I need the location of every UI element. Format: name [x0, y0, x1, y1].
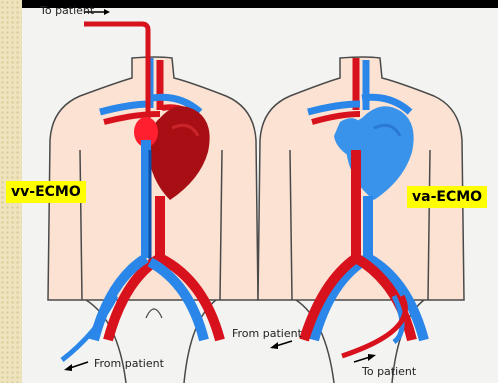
- va-to-patient-arrow: [354, 357, 370, 362]
- vv-ecmo-label: vv-ECMO: [6, 181, 86, 203]
- va-ecmo-label: va-ECMO: [407, 186, 487, 208]
- vv-from-patient-arrowhead: [64, 364, 72, 371]
- va-to-patient-arrowhead: [368, 354, 376, 361]
- vv-crotch-line: [146, 309, 162, 318]
- va-from-patient-arrow: [276, 341, 292, 346]
- va-from-patient-arrowhead: [270, 342, 278, 349]
- vv-to-patient-arrowhead: [104, 9, 110, 15]
- va-to-patient-label: To patient: [362, 365, 416, 378]
- vv-from-patient-arrow: [70, 362, 88, 368]
- vv-from-patient-label: From patient: [94, 357, 164, 370]
- va-from-patient-label: From patient: [232, 327, 302, 340]
- vv-to-patient-label: To patient: [40, 4, 94, 17]
